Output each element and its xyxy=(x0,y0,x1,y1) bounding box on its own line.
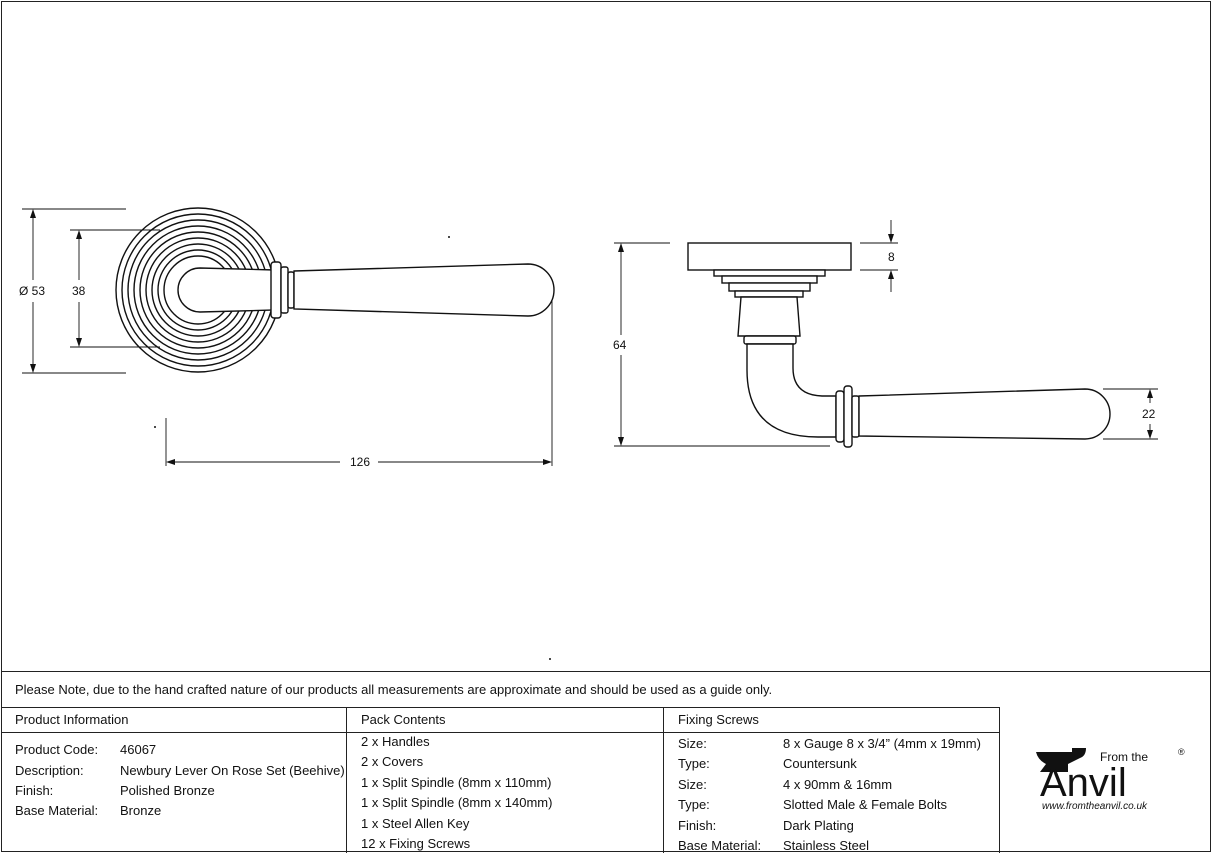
product-drawing: Ø 53 38 126 64 8 22 xyxy=(19,207,1158,660)
pack-item: 2 x Covers xyxy=(361,754,424,769)
row-value: Stainless Steel xyxy=(783,838,869,853)
row-label: Base Material: xyxy=(678,838,762,853)
from-the-anvil-logo: From the ® Anvil www.fromtheanvil.co.uk xyxy=(1036,747,1185,812)
row-label: Finish: xyxy=(678,818,717,833)
fixing-screws-heading: Fixing Screws xyxy=(664,708,999,733)
dim-rose-diameter: Ø 53 xyxy=(19,284,45,298)
spec-table: Product Information Product Code: 46067 … xyxy=(1,707,1000,853)
row-value: Polished Bronze xyxy=(120,783,215,798)
dim-lever-length: 126 xyxy=(350,455,370,469)
row-value: Slotted Male & Female Bolts xyxy=(783,797,948,812)
pack-item: 12 x Fixing Screws xyxy=(361,836,471,851)
lever-side-view xyxy=(687,242,1111,448)
row-value: 4 x 90mm & 16mm xyxy=(783,777,893,792)
pack-item: 2 x Handles xyxy=(361,734,430,749)
logo-url: www.fromtheanvil.co.uk xyxy=(1042,801,1148,812)
lever-front-view xyxy=(177,261,555,319)
row-value: Countersunk xyxy=(783,756,857,771)
row-label: Product Code: xyxy=(15,742,99,757)
row-value: Dark Plating xyxy=(783,818,854,833)
logo-from-the: From the xyxy=(1100,750,1148,764)
row-label: Size: xyxy=(678,777,707,792)
dim-inner-diameter: 38 xyxy=(72,284,86,298)
row-label: Size: xyxy=(678,736,707,751)
row-label: Base Material: xyxy=(15,803,99,818)
fixing-screws-column: Fixing Screws Size: 8 x Gauge 8 x 3/4” (… xyxy=(664,708,1000,853)
logo-brand: Anvil xyxy=(1040,761,1127,805)
anvil-icon xyxy=(1036,748,1086,772)
row-value: Newbury Lever On Rose Set (Beehive) xyxy=(120,763,345,778)
row-value: 8 x Gauge 8 x 3/4” (4mm x 19mm) xyxy=(783,736,981,751)
logo-registered-mark: ® xyxy=(1178,747,1185,757)
dim-rose-thickness: 8 xyxy=(888,250,895,264)
row-value: Bronze xyxy=(120,803,162,818)
measurement-note: Please Note, due to the hand crafted nat… xyxy=(1,671,1211,707)
dimension-arrows xyxy=(30,209,1153,660)
product-information-column: Product Information Product Code: 46067 … xyxy=(1,708,347,853)
pack-contents-column: Pack Contents 2 x Handles 2 x Covers 1 x… xyxy=(347,708,664,853)
row-label: Type: xyxy=(678,756,710,771)
pack-item: 1 x Split Spindle (8mm x 140mm) xyxy=(361,795,553,810)
pack-item: 1 x Steel Allen Key xyxy=(361,816,470,831)
row-label: Finish: xyxy=(15,783,54,798)
pack-contents-heading: Pack Contents xyxy=(347,708,663,733)
row-value: 46067 xyxy=(120,742,157,757)
dim-height: 64 xyxy=(613,338,627,352)
row-label: Description: xyxy=(15,763,84,778)
dim-lever-width: 22 xyxy=(1142,407,1156,421)
row-label: Type: xyxy=(678,797,710,812)
pack-item: 1 x Split Spindle (8mm x 110mm) xyxy=(361,775,552,790)
product-information-heading: Product Information xyxy=(1,708,346,733)
dimension-lines xyxy=(22,208,1158,466)
